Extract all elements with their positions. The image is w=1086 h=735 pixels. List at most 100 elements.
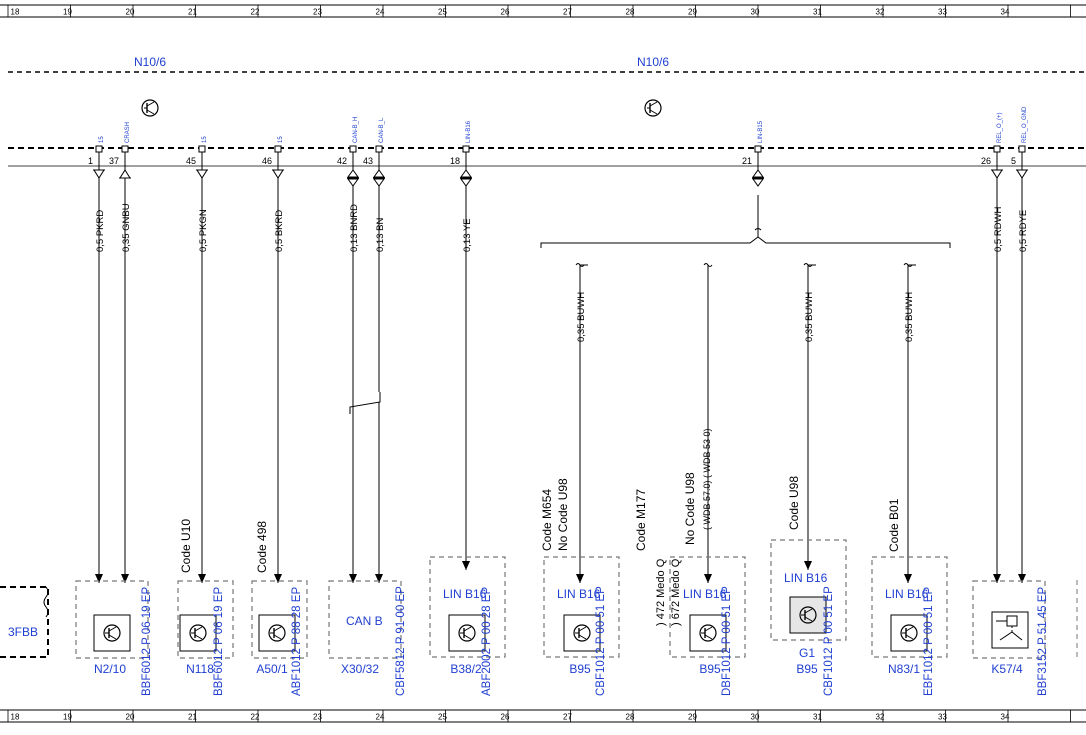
- transistor-icon: [458, 624, 476, 642]
- component-bus-label: CAN B: [346, 614, 383, 628]
- pin-number: 26: [981, 156, 991, 166]
- bidirectional-arrow-icon: [752, 169, 764, 178]
- wire-branch: 0,35 BUWH: [575, 263, 588, 583]
- component-id-label[interactable]: N2/10: [94, 662, 126, 676]
- ruler-column-label: 28: [626, 8, 635, 17]
- component-k57-4[interactable]: BBF3152 P 51 45 EP K57/4: [972, 580, 1049, 696]
- pin-terminal: [349, 145, 357, 153]
- ecu-module-box: [563, 614, 601, 652]
- ecu-module-box: [93, 614, 131, 652]
- code-label-672-medo: ) 672 Medo Q: [670, 558, 682, 626]
- wire-spec-label: 0,13 BNRD: [349, 204, 360, 252]
- code-labels: Code U10 Code 498 Code M654 No Code U98 …: [179, 428, 901, 626]
- partial-label[interactable]: 3FBB: [8, 625, 38, 639]
- wire-end-arrow: [198, 574, 206, 583]
- pin-signal-label: LIN-B15: [758, 120, 764, 143]
- component-reference-link[interactable]: ABF1012 P 88 28 EP: [291, 587, 303, 696]
- transistor-icon: [141, 99, 159, 117]
- transistor-icon: [644, 99, 662, 117]
- component-box-outline: [429, 556, 506, 658]
- ruler-column-label: 29: [688, 8, 697, 17]
- arrow-down-icon: [196, 169, 208, 179]
- wire-end-arrow: [375, 574, 383, 583]
- connector-title-left[interactable]: N10/6: [134, 55, 166, 69]
- ruler-column-label: 32: [876, 8, 885, 17]
- ecu-module-box: [179, 614, 217, 652]
- component-reference-link[interactable]: ABF2002 P 00 28 EP: [481, 587, 493, 696]
- ruler-column-label: 21: [188, 713, 197, 722]
- component-bus-label: LIN B16: [784, 571, 828, 585]
- arrow-up-icon: [119, 169, 131, 179]
- ruler-column-label: 34: [1001, 8, 1010, 17]
- component-reference-link[interactable]: BBF6012 P 06 19 EP: [213, 587, 225, 696]
- transistor-icon: [268, 624, 286, 642]
- code-label-472-medo: ) 472 Medo Q: [655, 558, 667, 626]
- component-reference-link[interactable]: BBF3152 P 51 45 EP: [1037, 587, 1049, 696]
- component-id-label[interactable]: B95: [699, 662, 721, 676]
- ruler-column-label: 19: [63, 8, 72, 17]
- ruler-column-label: 30: [751, 8, 760, 17]
- pin-terminal: [375, 145, 383, 153]
- pin-signal-label: CRASH: [125, 122, 131, 143]
- bidirectional-arrow-icon: [460, 169, 472, 178]
- connector-title-right[interactable]: N10/6: [637, 55, 669, 69]
- component-id-label[interactable]: K57/4: [991, 662, 1023, 676]
- component-id-label[interactable]: A50/1: [256, 662, 288, 676]
- component-reference-link[interactable]: DBF1012 P 00 51 EP: [721, 586, 733, 696]
- component-reference-link[interactable]: CBF1012 P 00 51 EP: [823, 586, 835, 696]
- pin-signal-label: 15: [202, 136, 208, 143]
- wire-spec-label: 0,5 PKGN: [198, 209, 209, 252]
- ruler-column-label: 18: [11, 713, 20, 722]
- pin-signal-label: LIN-B16: [466, 120, 472, 143]
- wire-end-arrow: [704, 574, 712, 583]
- pin-number: 21: [742, 156, 752, 166]
- ruler-column-label: 34: [1001, 713, 1010, 722]
- wire-spec-label: 0,35 BUWH: [904, 292, 915, 342]
- component-id-label[interactable]: N83/1: [888, 662, 920, 676]
- wire-end-arrow: [576, 574, 584, 583]
- arrow-down-icon: [272, 169, 284, 179]
- component-id-label[interactable]: G1: [799, 646, 815, 660]
- pin-terminal: [1018, 145, 1026, 153]
- ruler-column-label: 21: [188, 8, 197, 17]
- ruler-column-label: 30: [751, 713, 760, 722]
- component-box-outline: [328, 580, 402, 659]
- component-id-label[interactable]: B95: [569, 662, 591, 676]
- component-reference-link[interactable]: CBF1012 P 00 51 EP: [595, 586, 607, 696]
- component-reference-link[interactable]: CBF5812 P 91 00 EP: [395, 586, 407, 696]
- wire: 0,5 BKRD: [272, 152, 285, 583]
- component-reference-link[interactable]: EBF1012 P 00 51 EP: [923, 587, 935, 696]
- component-id-label[interactable]: N118: [186, 662, 214, 676]
- component-n2-10[interactable]: BBF6012 P 06 19 EP N2/10: [75, 580, 153, 696]
- ruler-column-label: 31: [813, 8, 822, 17]
- component-box-outline: [543, 556, 620, 658]
- component-id-label-secondary[interactable]: B95: [796, 662, 818, 676]
- transistor-icon: [103, 624, 121, 642]
- ecu-module-box: [789, 596, 827, 634]
- code-label-b01: Code B01: [887, 498, 901, 552]
- wire-branch: [703, 263, 713, 583]
- wire-end-arrow: [95, 574, 103, 583]
- wire-spec-label: 0,5 BKRD: [274, 210, 285, 252]
- wire-spec-label: 0,5 RDWH: [993, 206, 1004, 252]
- component-x30-32[interactable]: CAN B CBF5812 P 91 00 EP X30/32: [328, 580, 407, 696]
- component-id-label[interactable]: X30/32: [341, 662, 379, 676]
- wire: 0,13 BN: [373, 152, 386, 583]
- lin-bus-brace: [540, 236, 951, 248]
- ruler-column-label: 20: [126, 8, 135, 17]
- component-reference-link[interactable]: BBF6012 P 06 19 EP: [141, 587, 153, 696]
- component-id-label[interactable]: B38/2: [450, 662, 482, 676]
- ruler-column-label: 24: [376, 8, 385, 17]
- wire-spec-label: 0,5 PKRD: [95, 210, 106, 252]
- transistor-icon: [900, 624, 918, 642]
- wire: 0,13 BNRD: [347, 152, 360, 583]
- ruler-column-label: 26: [501, 8, 510, 17]
